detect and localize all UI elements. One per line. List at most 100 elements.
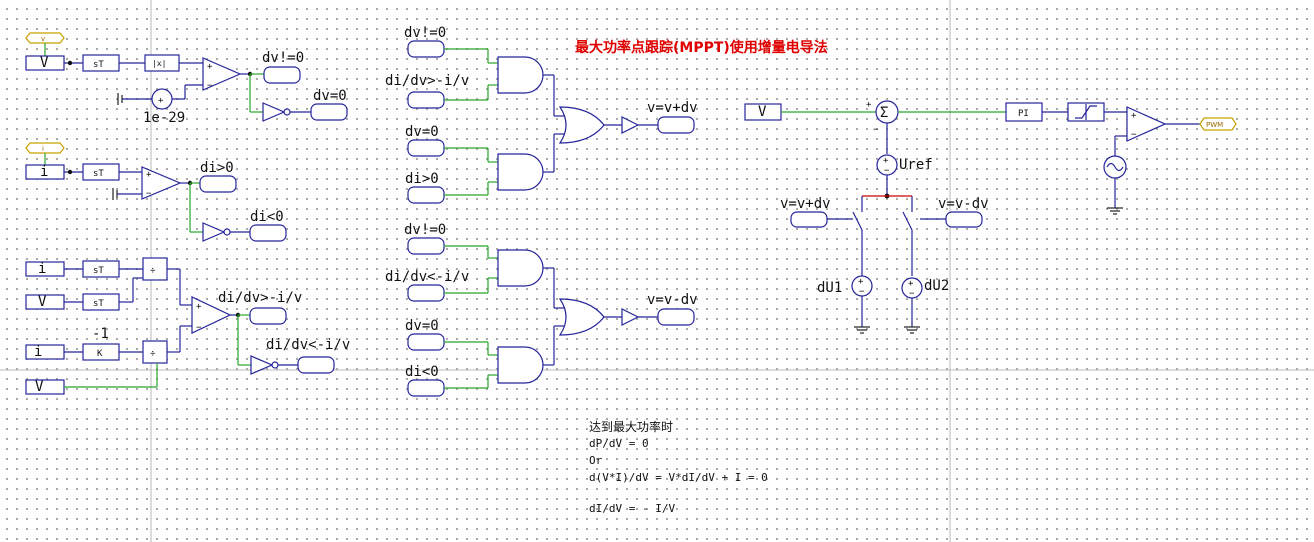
svg-text:di>0: di>0 — [200, 160, 234, 176]
svg-text:PWM: PWM — [1206, 121, 1223, 129]
i-label: i — [40, 164, 48, 180]
and-gate-4[interactable] — [497, 346, 544, 384]
svg-text:di<0: di<0 — [250, 209, 284, 225]
svg-text:dv!=0: dv!=0 — [262, 50, 304, 66]
logic-in-a4[interactable] — [407, 186, 445, 204]
v-input-group[interactable]: v V — [25, 32, 65, 71]
svg-text:1e-29: 1e-29 — [143, 110, 185, 126]
svg-text:d(V*I)/dV = V*dI/dV + I = 0: d(V*I)/dV = V*dI/dV + I = 0 — [589, 471, 768, 484]
i-input-group[interactable]: i i — [25, 142, 65, 180]
or-gate-2[interactable] — [558, 298, 605, 336]
ground-3 — [1107, 207, 1123, 215]
svg-text:di>0: di>0 — [405, 171, 439, 187]
svg-text:di/dv>-i/v: di/dv>-i/v — [218, 290, 302, 306]
and-gate-2[interactable] — [497, 153, 544, 191]
svg-text:÷: ÷ — [150, 349, 156, 359]
svg-text:+: + — [858, 277, 864, 287]
switch-1[interactable] — [852, 211, 863, 231]
signal-dv-ne-0[interactable] — [263, 66, 301, 84]
svg-text:−: − — [909, 289, 915, 299]
svg-text:dv=0: dv=0 — [405, 124, 439, 140]
svg-text:sT: sT — [93, 266, 104, 276]
buffer-2[interactable] — [621, 308, 640, 326]
signal-di-gt-0[interactable] — [199, 175, 237, 193]
i-label-2: i — [38, 261, 46, 277]
svg-text:Or: Or — [589, 454, 603, 467]
logic-in-b4[interactable] — [407, 379, 445, 397]
svg-text:di<0: di<0 — [405, 364, 439, 380]
svg-text:dP/dV = 0: dP/dV = 0 — [589, 437, 649, 450]
svg-text:+: + — [1131, 111, 1137, 121]
svg-text:+: + — [196, 302, 202, 312]
logic-in-a1[interactable] — [407, 40, 445, 58]
svg-text:v=v+dv: v=v+dv — [647, 100, 698, 116]
svg-text:dv=0: dv=0 — [313, 88, 347, 104]
pwm-comparator[interactable] — [1126, 106, 1167, 142]
logic-out-2[interactable] — [657, 308, 695, 326]
svg-text:V: V — [35, 379, 44, 395]
svg-text:+: + — [158, 96, 164, 106]
svg-text:−: − — [873, 125, 879, 135]
v-port-label: v — [41, 35, 45, 43]
signal-dv-eq-0[interactable] — [310, 103, 348, 121]
not-gate-3[interactable] — [250, 355, 274, 375]
not-gate-2[interactable] — [202, 222, 226, 242]
signal-didv-gt[interactable] — [249, 307, 287, 325]
ground-2 — [904, 326, 920, 334]
logic-in-b3[interactable] — [407, 333, 445, 351]
logic-in-b2[interactable] — [407, 284, 445, 302]
comparator-didv[interactable] — [191, 296, 232, 334]
diagram-title: 最大功率点跟踪(MPPT)使用增量电导法 — [575, 39, 828, 56]
svg-text:÷: ÷ — [150, 266, 156, 276]
svg-text:dv=0: dv=0 — [405, 318, 439, 334]
svg-text:sT: sT — [93, 169, 104, 179]
logic-out-1[interactable] — [657, 116, 695, 134]
svg-text:v=v-dv: v=v-dv — [938, 196, 989, 212]
and-gate-1[interactable] — [497, 56, 544, 94]
svg-text:+: + — [866, 100, 872, 110]
svg-text:|x|: |x| — [152, 59, 166, 68]
svg-text:v=v+dv: v=v+dv — [780, 196, 831, 212]
svg-text:dv!=0: dv!=0 — [404, 222, 446, 238]
svg-text:Σ: Σ — [880, 105, 888, 121]
logic-in-b1[interactable] — [407, 237, 445, 255]
logic-in-a3[interactable] — [407, 139, 445, 157]
svg-text:dU2: dU2 — [924, 278, 949, 294]
svg-text:dv!=0: dv!=0 — [404, 25, 446, 41]
svg-text:−: − — [884, 166, 890, 176]
svg-text:+: + — [207, 62, 213, 72]
svg-text:di/dv<-i/v: di/dv<-i/v — [385, 269, 469, 285]
svg-text:+: + — [883, 156, 889, 166]
equation-note: 达到最大功率时 dP/dV = 0 Or d(V*I)/dV = V*dI/dV… — [589, 419, 768, 515]
svg-text:dI/dV = - I/V: dI/dV = - I/V — [589, 502, 675, 515]
or-gate-1[interactable] — [558, 106, 605, 144]
svg-text:PI: PI — [1018, 109, 1029, 119]
svg-text:di/dv>-i/v: di/dv>-i/v — [385, 73, 469, 89]
signal-di-lt-0[interactable] — [249, 224, 287, 242]
comparator-dv[interactable] — [202, 57, 242, 91]
svg-text:V: V — [38, 294, 47, 310]
svg-text:+: + — [146, 170, 152, 180]
v-label: V — [40, 55, 49, 71]
buffer-1[interactable] — [621, 116, 640, 134]
svg-text:sT: sT — [93, 60, 104, 70]
svg-text:i: i — [42, 145, 44, 153]
comparator-di[interactable] — [141, 166, 182, 200]
switch-ctrl-1[interactable] — [790, 211, 828, 228]
svg-text:−: − — [1131, 130, 1137, 140]
signal-didv-lt[interactable] — [297, 356, 335, 374]
svg-text:V: V — [758, 104, 767, 120]
and-gate-3[interactable] — [497, 249, 544, 287]
svg-text:sT: sT — [93, 299, 104, 309]
logic-in-a2[interactable] — [407, 91, 445, 109]
switch-2[interactable] — [902, 211, 913, 231]
switch-ctrl-2[interactable] — [945, 211, 983, 228]
svg-text:K: K — [97, 349, 103, 359]
pwm-output-port[interactable] — [1199, 117, 1237, 131]
svg-text:di/dv<-i/v: di/dv<-i/v — [266, 337, 350, 353]
not-gate-1[interactable] — [262, 102, 286, 122]
svg-text:−: − — [146, 189, 152, 199]
svg-text:Uref: Uref — [899, 157, 933, 173]
svg-text:-1: -1 — [92, 326, 109, 342]
